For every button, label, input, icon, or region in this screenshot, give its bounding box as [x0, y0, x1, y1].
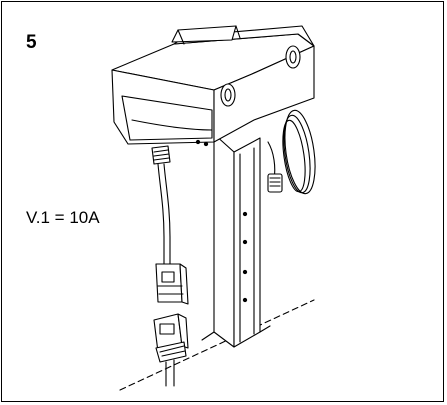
- power-cable: [157, 163, 171, 267]
- post-screw-hole: [242, 297, 248, 303]
- post-screw-hole: [242, 269, 248, 275]
- housing-unit: [111, 25, 315, 147]
- cable-gland: [151, 145, 171, 165]
- mounting-illustration: [111, 25, 316, 391]
- post-screw-hole: [242, 239, 248, 245]
- wall-connector: [267, 173, 283, 193]
- power-plug: [155, 263, 189, 305]
- power-inlet: [153, 313, 189, 387]
- mounting-post: [201, 133, 271, 348]
- callout-label: V.1 = 10A: [26, 208, 100, 227]
- post-screw-hole: [242, 211, 248, 217]
- step-number: 5: [26, 32, 37, 53]
- floor-line: [119, 299, 315, 391]
